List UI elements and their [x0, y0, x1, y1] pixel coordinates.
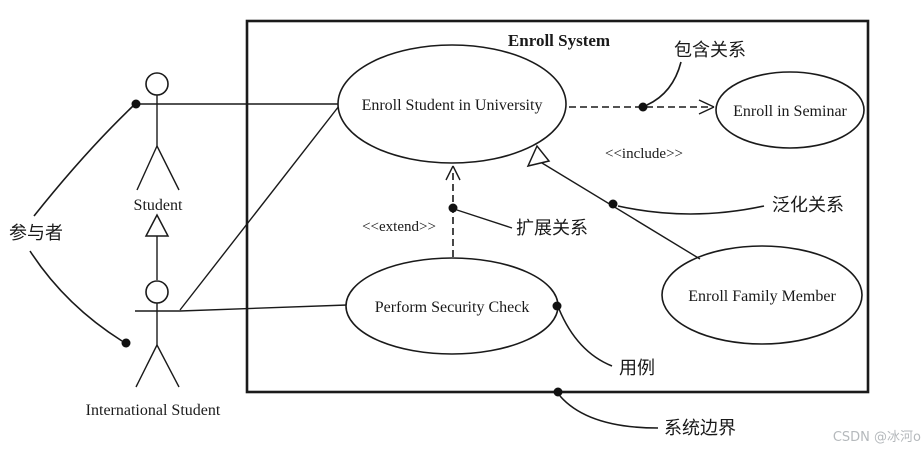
annotation-extend-dot [448, 203, 458, 213]
actor-student-left-leg [136, 145, 158, 191]
annotation-system-boundary-curve [559, 395, 659, 429]
annotation-system-boundary-dot [553, 387, 563, 397]
usecase-generalization-arrow [526, 144, 701, 260]
usecase-enroll-student-in-university: Enroll Student in University [337, 44, 567, 164]
annotation-use-case-curve [558, 308, 613, 367]
annotation-use-case: 用例 [552, 301, 655, 379]
actor-international-student-left-leg [135, 344, 158, 388]
include-stereotype-label: <<include>> [605, 146, 683, 162]
annotation-extend-line [456, 209, 513, 229]
usecase-enroll-in-seminar: Enroll in Seminar [715, 71, 865, 149]
usecase-family-member-label: Enroll Family Member [688, 288, 836, 305]
usecase-perform-security-check: Perform Security Check [345, 257, 559, 355]
association-international-enroll-university [179, 105, 340, 311]
actor-generalization-triangle [144, 213, 170, 237]
usecase-enroll-seminar-ellipse [715, 71, 865, 149]
actor-student-label: Student [134, 197, 183, 214]
annotation-actor-dot-upper [131, 99, 141, 109]
annotation-include-label: 包含关系 [674, 40, 746, 61]
annotation-generalization-label: 泛化关系 [772, 195, 844, 216]
actor-student: Student [134, 72, 183, 214]
extend-arrowhead-right [452, 165, 461, 181]
annotation-actor-curve-upper [33, 105, 134, 217]
annotation-use-case-label: 用例 [619, 358, 655, 379]
annotation-actor-curve-lower [29, 250, 123, 342]
include-arrowhead-lower [698, 106, 715, 115]
usecase-security-check-label: Perform Security Check [375, 299, 530, 316]
actor-generalization-arrow [144, 213, 170, 280]
annotation-system-boundary-label: 系统边界 [664, 418, 736, 439]
extend-arrowhead-left [445, 165, 454, 181]
usecase-enroll-student-ellipse [337, 44, 567, 164]
annotation-actor: 参与者 [9, 99, 141, 348]
annotation-actor-label: 参与者 [9, 223, 63, 244]
watermark-text: CSDN @冰河o [833, 430, 921, 445]
include-arrowhead-upper [698, 99, 715, 108]
annotation-system-boundary: 系统边界 [553, 387, 736, 439]
usecase-enroll-student-label: Enroll Student in University [362, 97, 543, 114]
annotation-extend-label: 扩展关系 [516, 218, 588, 239]
annotation-generalization-relation: 泛化关系 [608, 195, 844, 216]
usecase-generalization-shaft [541, 162, 701, 260]
annotation-generalization-curve [617, 205, 765, 215]
extend-stereotype-label: <<extend>> [362, 219, 436, 235]
usecase-family-member-ellipse [661, 245, 863, 345]
usecase-generalization-triangle [526, 144, 551, 168]
annotation-include-dot [638, 102, 648, 112]
actor-student-right-leg [156, 145, 180, 191]
actor-international-student: International Student [86, 280, 221, 419]
actor-student-head [145, 72, 169, 96]
usecase-enroll-seminar-label: Enroll in Seminar [733, 103, 847, 120]
annotation-include-relation: 包含关系 [638, 40, 746, 112]
extend-dependency-arrow: <<extend>> [362, 165, 461, 257]
system-title: Enroll System [508, 31, 610, 50]
annotation-generalization-dot [608, 199, 618, 209]
actor-international-student-head [145, 280, 169, 304]
association-international-security-check [179, 304, 348, 312]
actor-international-student-right-leg [156, 344, 180, 388]
annotation-extend-relation: 扩展关系 [448, 203, 588, 239]
annotation-actor-dot-lower [121, 338, 131, 348]
usecase-enroll-family-member: Enroll Family Member [661, 245, 863, 345]
annotation-include-curve [646, 61, 682, 106]
actor-international-student-label: International Student [86, 402, 221, 419]
annotation-use-case-dot [552, 301, 562, 311]
